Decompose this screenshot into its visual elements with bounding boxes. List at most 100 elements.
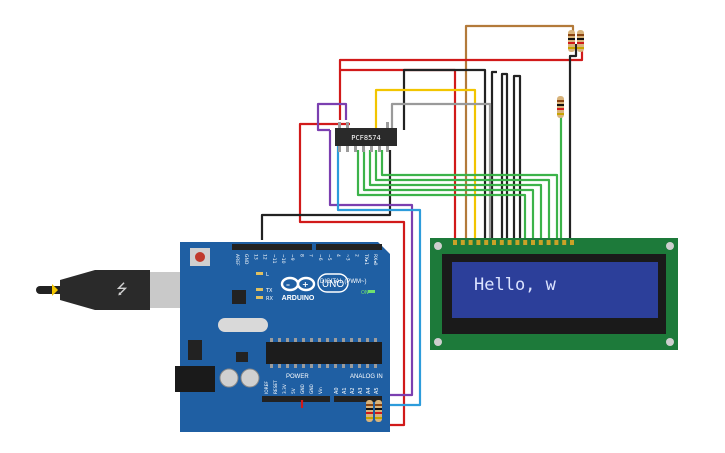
mcu-pin — [278, 338, 281, 342]
digital-label: DIGITAL (PWM~) — [320, 279, 367, 285]
analog-pin-label: A3 — [358, 387, 364, 394]
analog-label: ANALOG IN — [350, 374, 383, 380]
lcd-pin — [492, 240, 496, 245]
resistor-top-2[interactable] — [577, 30, 584, 52]
power-pin-label: 3.3V — [282, 384, 288, 394]
on-led-label: ON — [361, 290, 369, 296]
resistor-top-1[interactable] — [568, 30, 575, 52]
wire-gray — [390, 102, 492, 240]
mcu-pin — [374, 338, 377, 342]
top-pin-label: TX▸1 — [363, 253, 369, 265]
lcd-display-text: Hello, w — [474, 275, 557, 295]
reset-button[interactable] — [195, 252, 205, 262]
arduino-model: UNO — [322, 279, 344, 290]
lcd-screen — [452, 262, 658, 318]
top-pin-label: 7 — [308, 254, 314, 257]
analog-pin-label: A0 — [334, 387, 340, 394]
rx-led-label: RX — [266, 296, 273, 302]
mcu-pin — [350, 338, 353, 342]
wire-black-5 — [512, 74, 522, 240]
svg-text:–: – — [286, 280, 290, 289]
arduino-logo: – + ARDUINO UNO — [280, 273, 349, 302]
lcd-pin — [453, 240, 457, 245]
top-pin-label: 12 — [262, 254, 268, 260]
mcu-pin — [310, 364, 313, 368]
mcu-pin — [342, 338, 345, 342]
power-pin-label: GND — [309, 383, 315, 394]
lcd-16x2[interactable]: Hello, w — [430, 238, 678, 350]
mcu-pin — [350, 364, 353, 368]
wiring — [260, 24, 584, 427]
analog-pin-label: A1 — [342, 387, 348, 394]
mcu-pin — [286, 364, 289, 368]
top-pin-label: 2 — [354, 254, 360, 257]
lcd-pin — [570, 240, 574, 245]
mcu-pin — [278, 364, 281, 368]
l-led-label: L — [266, 272, 269, 278]
wire-red-vcc-top — [338, 68, 457, 240]
mcu-pin — [302, 364, 305, 368]
top-pin-label: ~11 — [271, 254, 277, 264]
usb-icon: ⭍ — [116, 282, 128, 298]
lcd-pin — [468, 240, 473, 245]
power-pin-label: Vin — [318, 387, 324, 394]
usb-chip — [232, 290, 246, 304]
tx-led-label: TX — [265, 288, 273, 294]
pcf8574-chip — [335, 128, 397, 146]
top-pin-label: 13 — [252, 254, 258, 260]
top-pin-label: 4 — [335, 254, 341, 257]
voltage-regulator — [188, 340, 202, 360]
top-pin-label: ~5 — [326, 254, 332, 261]
small-chip — [236, 352, 248, 362]
pcf8574-label: PCF8574 — [351, 134, 381, 142]
lcd-pin — [546, 240, 551, 245]
resistor-mid[interactable] — [557, 96, 564, 118]
wire-green-1 — [356, 150, 527, 240]
wire-red-top — [338, 44, 584, 70]
mcu-pin — [342, 364, 345, 368]
resistor-bottom-2[interactable] — [375, 400, 382, 422]
wire-green-5 — [380, 150, 559, 240]
lcd-pin — [507, 240, 512, 245]
top-pin-label: ~10 — [280, 254, 286, 264]
mcu-pin — [294, 338, 297, 342]
mcu-pin — [318, 364, 321, 368]
usb-cable[interactable]: ⭍ — [36, 270, 185, 310]
power-pin-label: GND — [300, 383, 306, 394]
wire-blue — [336, 145, 422, 407]
wire-green-4 — [374, 150, 551, 240]
lcd-pin — [531, 240, 535, 245]
wire-yellow — [374, 88, 477, 240]
lcd-pin — [538, 240, 543, 245]
digital-header-left — [232, 244, 312, 250]
power-label: POWER — [286, 374, 309, 380]
mcu-pin — [302, 338, 305, 342]
l-led — [256, 272, 263, 275]
wire-black-2 — [402, 68, 487, 240]
mount-hole — [434, 338, 442, 346]
top-pin-label: AREF — [234, 254, 240, 266]
resistor-bottom-1[interactable] — [366, 400, 373, 422]
lcd-pin — [554, 240, 559, 245]
lcd-pin — [515, 240, 520, 245]
mcu-pin — [334, 364, 337, 368]
wire-black-6 — [568, 44, 578, 240]
analog-header — [334, 396, 382, 402]
wire-green-3 — [368, 150, 543, 240]
usb-plug-metal — [150, 272, 185, 308]
mcu-pin — [286, 338, 289, 342]
atmega-chip — [266, 342, 382, 364]
pcf8574-pins — [338, 122, 389, 152]
lcd-pin — [476, 240, 481, 245]
mcu-pin — [366, 338, 369, 342]
pcf8574-expander[interactable]: PCF8574 — [335, 122, 397, 152]
mcu-pin — [358, 364, 361, 368]
arduino-pcb — [180, 242, 390, 432]
top-pin-label: RX◂0 — [372, 254, 378, 265]
mcu-pin — [318, 338, 321, 342]
analog-pin-label: A4 — [366, 387, 372, 394]
